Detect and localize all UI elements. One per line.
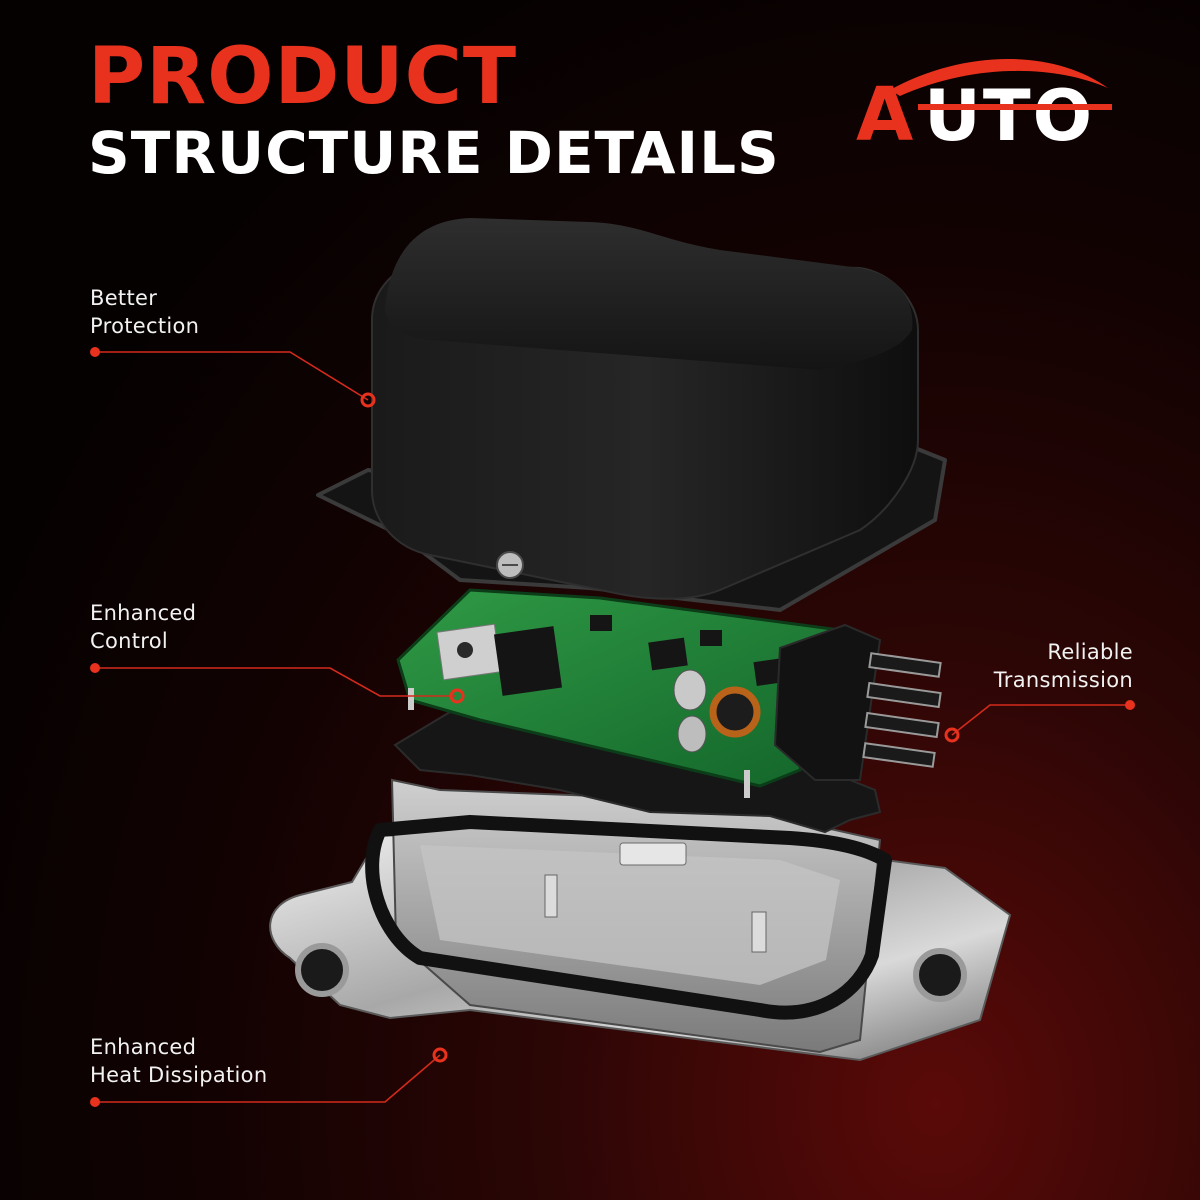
- connector-housing: [773, 623, 882, 781]
- cover-top-face: [385, 218, 913, 370]
- dot-start-transmission: [1125, 700, 1135, 710]
- logo-swoosh: [890, 58, 1108, 96]
- base-clip-left: [544, 874, 558, 918]
- circuit-board: [396, 588, 942, 798]
- dot-start-heat: [90, 1097, 100, 1107]
- callout-leaders: [95, 351, 1130, 1103]
- callout-better-protection: Better Protection: [90, 286, 200, 338]
- leader-enhanced-control: [95, 667, 455, 697]
- dot-start-control: [90, 663, 100, 673]
- dot-end-heat: [432, 1047, 448, 1063]
- callout-enhanced-heat-dissipation: Enhanced Heat Dissipation: [90, 1035, 268, 1087]
- base-gasket: [365, 815, 892, 1020]
- base-mount-hole-left: [295, 943, 349, 997]
- base-inner-floor: [420, 845, 840, 985]
- dot-end-control: [449, 688, 465, 704]
- metal-base-housing: [269, 778, 1012, 1062]
- brand-logo: A UTO: [856, 58, 1112, 152]
- base-clip-center: [619, 842, 687, 866]
- inductor-coil: [709, 686, 761, 738]
- pcb-pin-right: [744, 770, 750, 798]
- title-structure-details: STRUCTURE DETAILS: [88, 119, 780, 187]
- dot-end-protection: [360, 392, 376, 408]
- heatsink-hole: [457, 642, 473, 658]
- connector-pin-3: [864, 711, 940, 739]
- connector-pin-1: [868, 652, 942, 678]
- leader-better-protection: [95, 351, 369, 401]
- connector-pin-4: [862, 742, 936, 768]
- chip-3: [590, 615, 612, 631]
- title-product: PRODUCT: [88, 32, 518, 122]
- leader-reliable-transmission: [951, 704, 1130, 736]
- dot-end-transmission: [944, 727, 960, 743]
- chip-4: [700, 630, 722, 646]
- black-cover: [316, 218, 947, 612]
- logo-letters-uto: UTO: [924, 75, 1094, 152]
- callout-dots: [90, 347, 1135, 1107]
- chip-1: [648, 637, 688, 671]
- dot-start-protection: [90, 347, 100, 357]
- connector-pin-2: [866, 681, 942, 709]
- transistor-package: [493, 626, 563, 696]
- logo-letter-a: A: [856, 72, 913, 152]
- base-clip-right: [751, 911, 767, 953]
- logo-underline: [918, 104, 1112, 110]
- capacitor-1: [673, 669, 707, 711]
- callout-reliable-transmission: Reliable Transmission: [993, 640, 1133, 692]
- leader-enhanced-heat: [95, 1054, 441, 1103]
- capacitor-2: [677, 715, 707, 753]
- callout-enhanced-control: Enhanced Control: [90, 601, 197, 653]
- pcb-pin-left: [408, 688, 414, 710]
- base-mount-hole-right: [913, 948, 967, 1002]
